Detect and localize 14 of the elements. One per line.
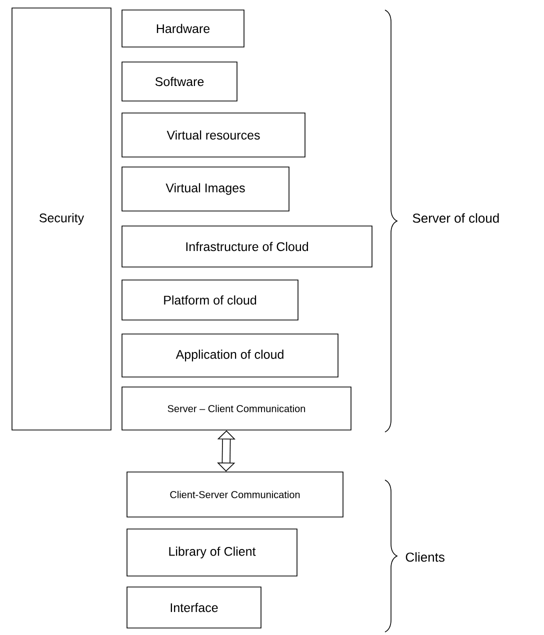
layer-box: Infrastructure of Cloud (122, 226, 372, 268)
layer-box: Client-Server Communication (126, 472, 344, 518)
layer-box: Application of cloud (122, 334, 338, 378)
layer-box: Software (122, 62, 238, 102)
layer-box: Virtual resources (122, 112, 306, 158)
layer-box: Server – Client Communication (122, 386, 352, 430)
group-label: Clients (406, 552, 444, 562)
layer-box: Platform of cloud (122, 280, 298, 320)
layer-box: Virtual Images (122, 166, 290, 212)
security-box: Security (12, 8, 112, 430)
layer-box: Interface (126, 586, 262, 628)
layer-box: Library of Client (126, 528, 298, 576)
layer-box: Hardware (122, 10, 244, 48)
group-label: Server of cloud (412, 213, 499, 223)
